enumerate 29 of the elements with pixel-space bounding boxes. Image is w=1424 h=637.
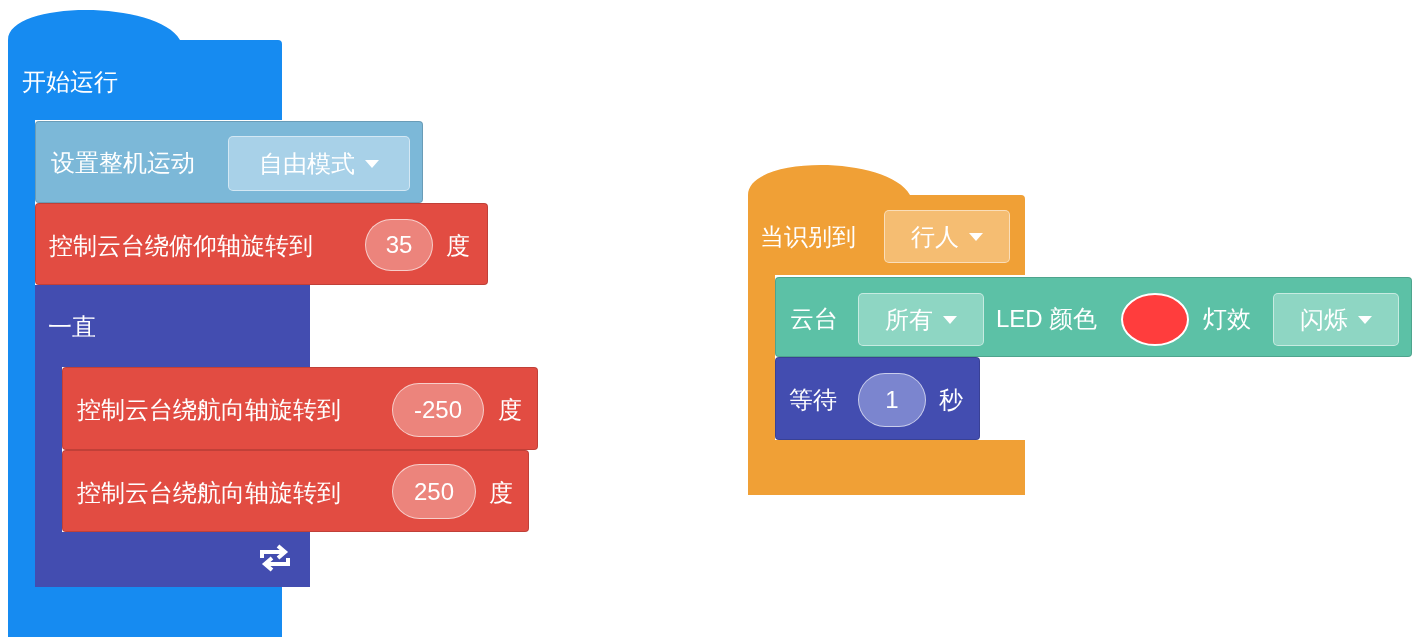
block-label: 度 bbox=[489, 478, 513, 508]
command-block bbox=[62, 450, 529, 532]
block-label: 灯效 bbox=[1203, 304, 1251, 334]
command-block bbox=[35, 203, 488, 285]
block-label: 控制云台绕航向轴旋转到 bbox=[77, 395, 341, 425]
dropdown-menu: 行人 bbox=[884, 210, 1010, 263]
block-label: 控制云台绕航向轴旋转到 bbox=[77, 478, 341, 508]
dropdown-menu: 自由模式 bbox=[228, 136, 410, 191]
number-field: -250 bbox=[392, 383, 484, 437]
block-label: 等待 bbox=[789, 385, 837, 415]
block-label: 设置整机运动 bbox=[51, 148, 195, 178]
dropdown-menu: 闪烁 bbox=[1273, 293, 1399, 346]
dropdown-menu: 所有 bbox=[858, 293, 984, 346]
number-field: 1 bbox=[858, 373, 926, 427]
block-label: 当识别到 bbox=[760, 222, 856, 252]
number-field: 250 bbox=[392, 464, 476, 519]
command-block bbox=[62, 367, 538, 450]
block-label: 开始运行 bbox=[22, 67, 118, 97]
block-label: 度 bbox=[498, 395, 522, 425]
block-label: 控制云台绕俯仰轴旋转到 bbox=[49, 231, 313, 261]
block-label: 度 bbox=[446, 231, 470, 261]
block-label: 一直 bbox=[48, 312, 96, 342]
command-block bbox=[775, 357, 980, 440]
command-block bbox=[35, 121, 423, 203]
command-block bbox=[775, 277, 1412, 357]
block-label: 秒 bbox=[939, 385, 963, 415]
block-label: LED 颜色 bbox=[996, 304, 1098, 334]
number-field: 35 bbox=[365, 219, 433, 271]
block-label: 云台 bbox=[790, 304, 838, 334]
